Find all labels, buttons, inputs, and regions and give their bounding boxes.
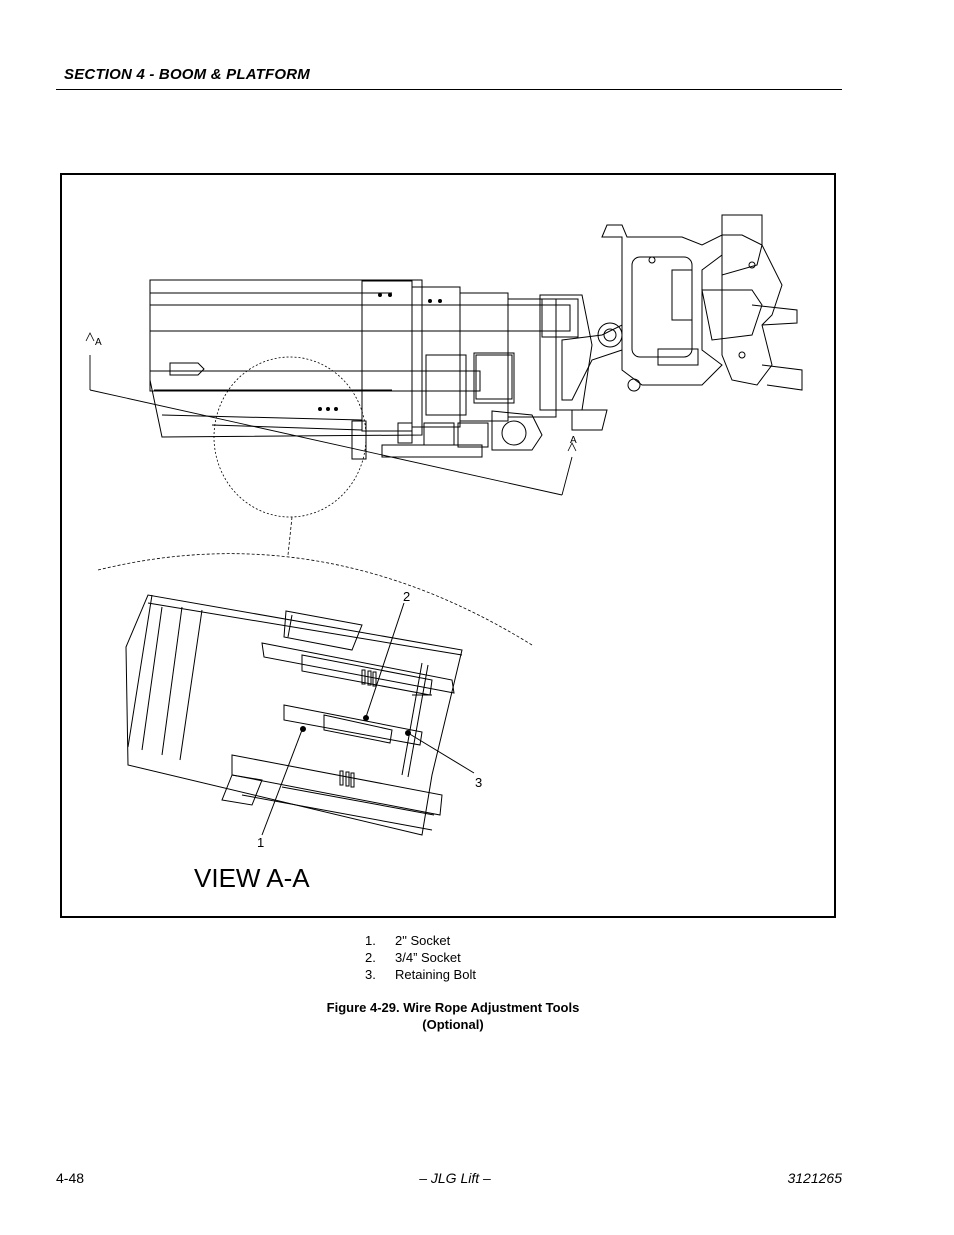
legend-text: 3/4” Socket <box>395 950 461 965</box>
legend-item: 2. 3/4” Socket <box>365 949 476 966</box>
page-number: 4-48 <box>56 1170 85 1186</box>
boom-assembly <box>149 214 803 460</box>
caption-line-1: Figure 4-29. Wire Rope Adjustment Tools <box>326 1000 580 1015</box>
figure-caption: Figure 4-29. Wire Rope Adjustment Tools … <box>300 999 606 1033</box>
detail-circle <box>213 356 367 518</box>
legend-number: 2. <box>365 950 376 965</box>
section-title: SECTION 4 - BOOM & PLATFORM <box>64 66 310 83</box>
section-marker-bottom: A <box>570 435 577 446</box>
legend-item: 3. Retaining Bolt <box>365 966 476 983</box>
footer-publisher: – JLG Lift – <box>419 1170 491 1186</box>
callout-2: 2 <box>403 589 410 604</box>
callout-1: 1 <box>257 835 264 850</box>
section-marker-top: A <box>95 337 102 348</box>
enlargement-arc <box>97 553 533 646</box>
legend-number: 3. <box>365 967 376 982</box>
caption-line-2: (Optional) <box>422 1017 484 1032</box>
view-label: VIEW A-A <box>194 863 310 893</box>
figure-legend: 1. 2" Socket 2. 3/4” Socket 3. Retaining… <box>365 932 476 983</box>
legend-text: 2" Socket <box>395 933 451 948</box>
section-line-a-a <box>85 332 577 496</box>
legend-text: Retaining Bolt <box>395 967 476 982</box>
legend-number: 1. <box>365 933 376 948</box>
document-number: 3121265 <box>787 1170 842 1186</box>
callout-3: 3 <box>475 775 482 790</box>
legend-item: 1. 2" Socket <box>365 932 476 949</box>
view-a-a-detail <box>125 594 475 836</box>
boom-drawing: A A <box>85 214 803 893</box>
figure-frame: A A <box>60 173 836 918</box>
header-rule <box>56 89 842 90</box>
